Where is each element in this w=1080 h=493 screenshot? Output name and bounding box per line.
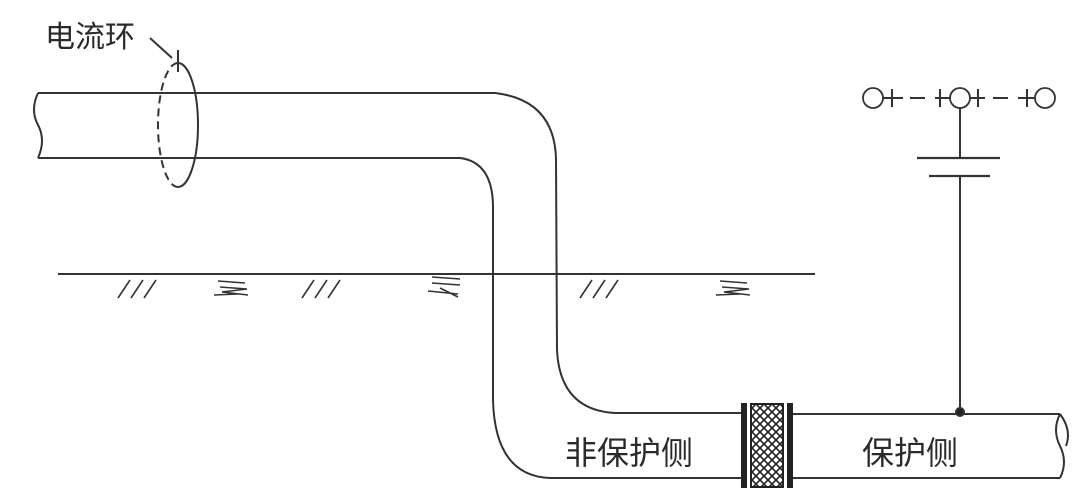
ground-line — [58, 273, 815, 299]
capacitor-lead — [917, 108, 1000, 417]
current-ring — [149, 37, 199, 188]
pipe-right-break — [1055, 413, 1069, 479]
pipe — [33, 92, 1069, 479]
unprotected-side-label: 非保护侧 — [565, 434, 694, 472]
pipe-top-edge — [38, 92, 742, 414]
current-ring-label: 电流环 — [45, 20, 135, 55]
connection-point — [955, 407, 965, 417]
protected-side-label: 保护侧 — [862, 434, 959, 472]
insulating-flange — [741, 403, 793, 488]
pipe-left-break — [33, 92, 43, 159]
pipe-bottom-edge — [38, 157, 742, 479]
test-station-terminals — [862, 87, 1056, 109]
